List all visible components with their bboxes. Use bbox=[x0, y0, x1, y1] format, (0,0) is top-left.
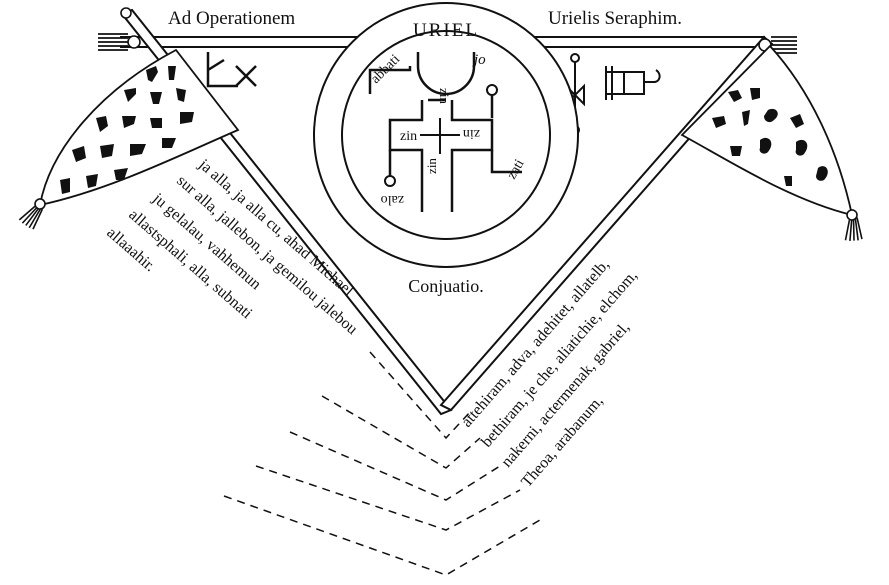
seal-word-zalo: zalo bbox=[381, 192, 404, 207]
seal-word-zin-left: zin bbox=[400, 129, 417, 144]
seal-word-zin-right: zin bbox=[463, 126, 480, 141]
hebrew-letters-left bbox=[60, 66, 194, 194]
sigil-right bbox=[565, 53, 661, 135]
seal-word-jo: jo bbox=[472, 52, 486, 68]
right-banner bbox=[680, 44, 866, 245]
right-line-2: bethiram, je che, aliatichie, elchom, bbox=[478, 267, 641, 450]
tassel-top-left bbox=[98, 33, 141, 51]
left-banner bbox=[17, 48, 240, 231]
title-right: Urielis Seraphim. bbox=[548, 8, 682, 29]
sigil-left bbox=[206, 52, 257, 88]
hebrew-letters-right bbox=[712, 88, 828, 186]
title-left: Ad Operationem bbox=[168, 8, 295, 29]
conjuatio-label: Conjuatio. bbox=[408, 276, 484, 296]
central-seal: URIEL abbati jo zin zin zin zin zalo bbox=[313, 2, 579, 296]
seal-word-zin-top: zin bbox=[437, 88, 452, 104]
seal-word-zin-bottom: zin bbox=[424, 158, 439, 174]
seal-name: URIEL bbox=[413, 20, 479, 41]
tassel-top-right bbox=[758, 36, 797, 54]
dashed-guides bbox=[223, 351, 541, 576]
